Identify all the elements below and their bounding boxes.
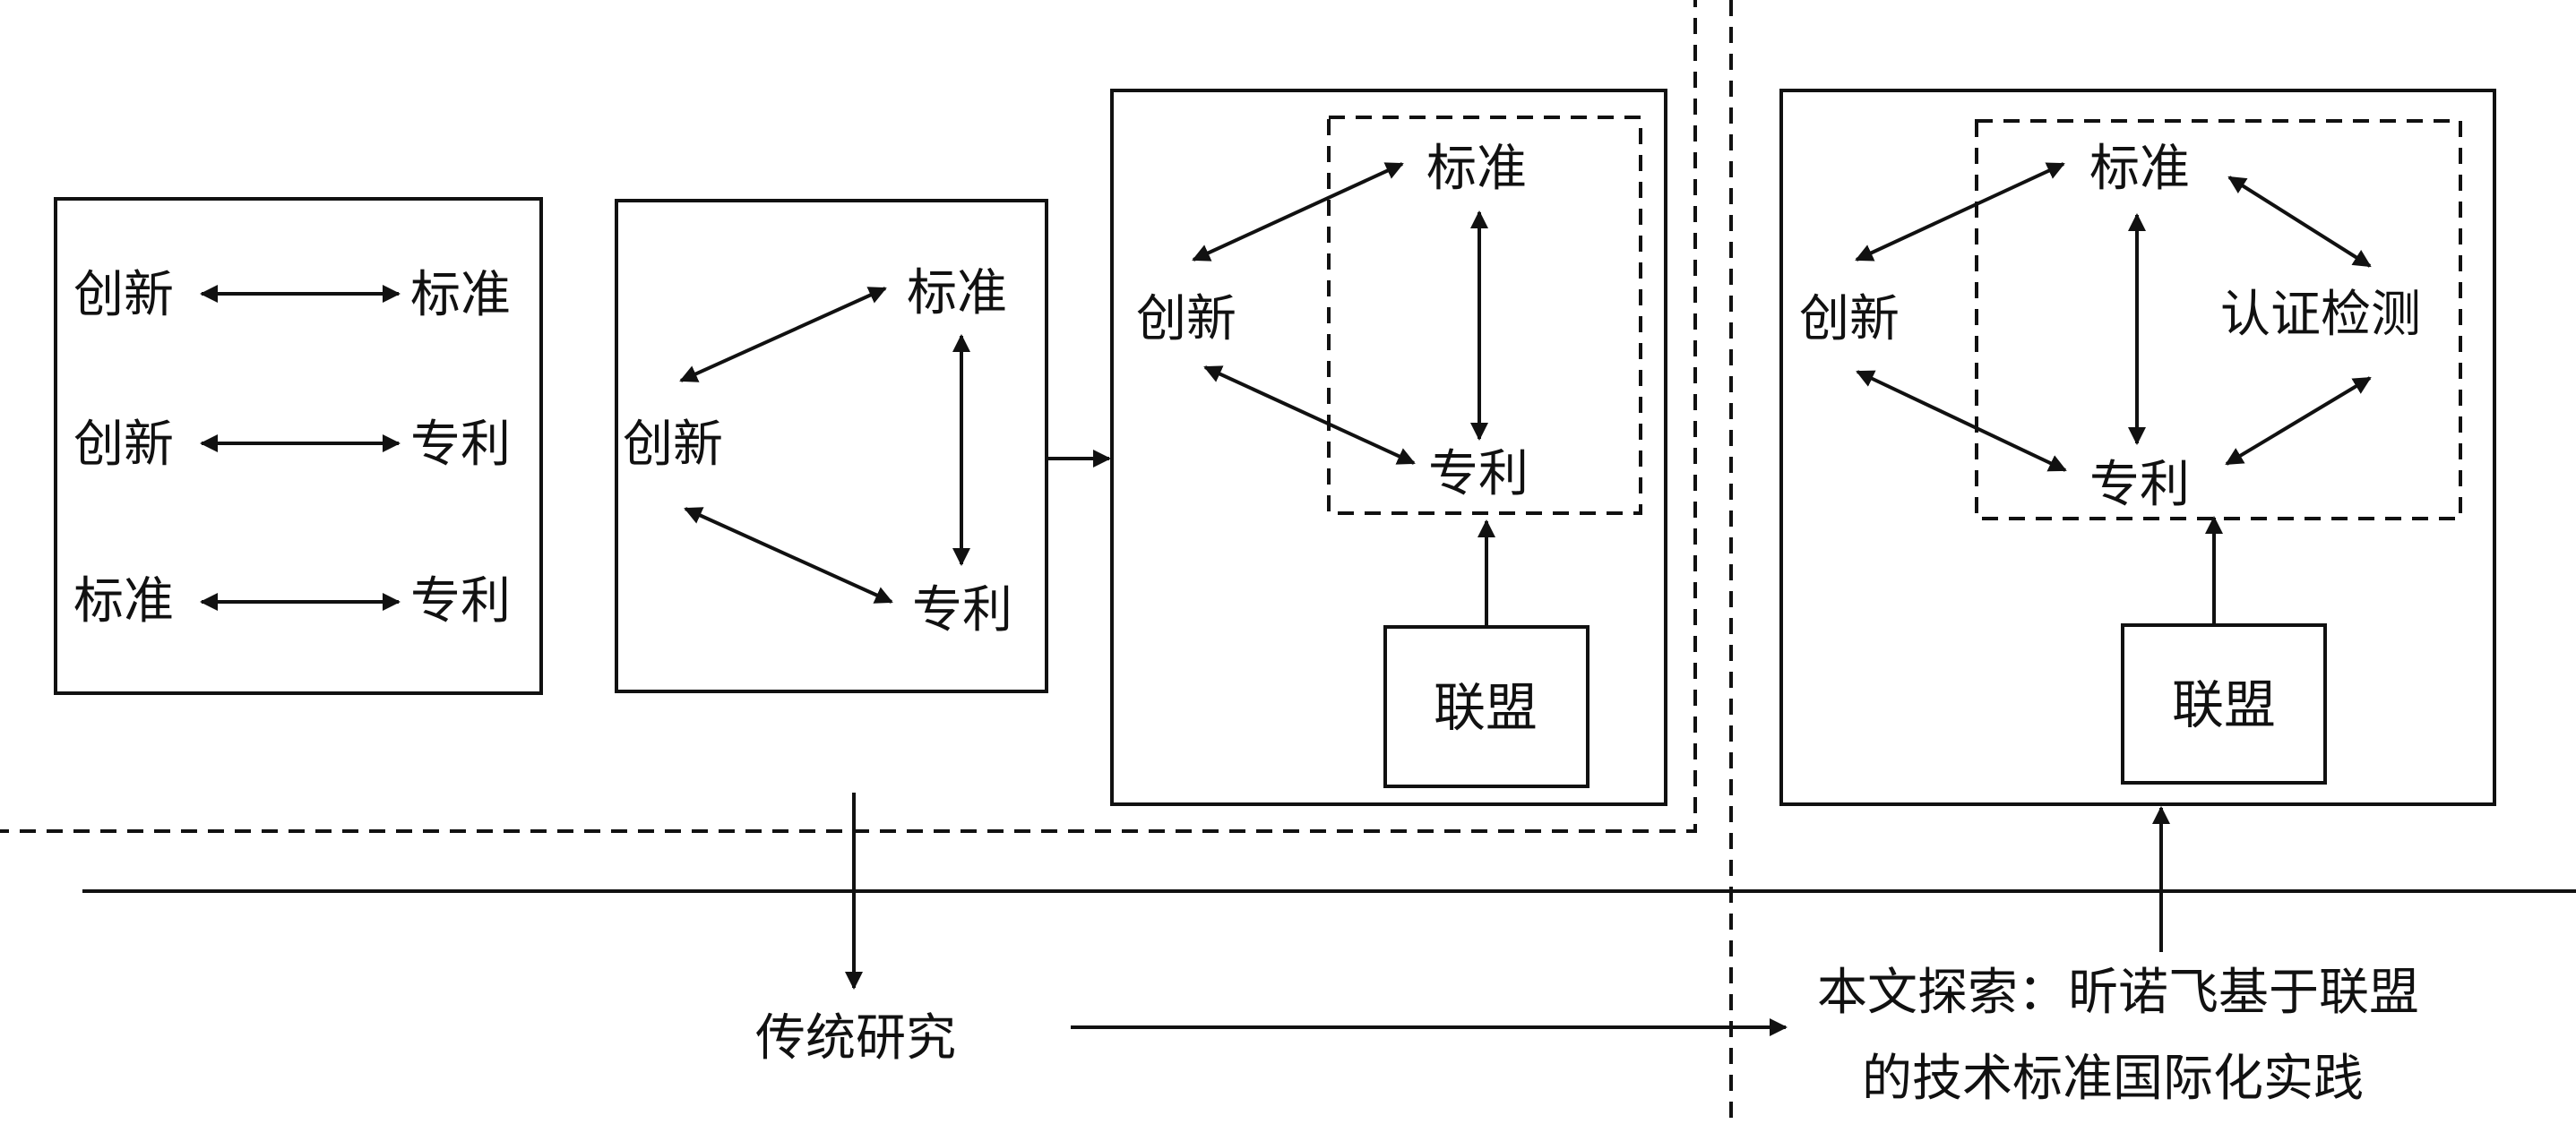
panel4-standard: 标准 xyxy=(2089,140,2190,198)
panel4-certification: 认证检测 xyxy=(2220,286,2421,344)
panel-alliance xyxy=(1110,89,1667,806)
panel4-patent: 专利 xyxy=(2089,456,2190,514)
panel-triangle xyxy=(615,199,1048,693)
panel-pairwise xyxy=(54,197,543,695)
panel4-arrow-innovation-patent xyxy=(1856,370,2067,472)
traditional-research-label: 传统研究 xyxy=(755,1009,956,1068)
panel4-arrow-innovation-standard xyxy=(1855,162,2065,262)
panel3-alliance-label: 联盟 xyxy=(1434,677,1538,738)
panel3-arrow-innovation-patent xyxy=(1203,365,1416,465)
panel1-row1-right: 标准 xyxy=(410,266,511,324)
panel3-core-group xyxy=(1327,116,1642,515)
panel4-arrow-patent-certification xyxy=(2225,376,2372,466)
panel4-arrow-standard-certification xyxy=(2227,176,2372,268)
panel3-patent: 专利 xyxy=(1428,445,1529,503)
panel2-innovation: 创新 xyxy=(623,416,723,474)
panel3-standard: 标准 xyxy=(1426,140,1527,198)
panel4-innovation: 创新 xyxy=(1799,290,1900,348)
panel1-row2-right: 专利 xyxy=(410,416,511,474)
panel4-alliance-box xyxy=(2121,623,2327,785)
panel4-core-group xyxy=(1975,119,2462,520)
panel1-row2-left: 创新 xyxy=(73,416,174,474)
panel1-row3-right: 专利 xyxy=(410,572,511,631)
panel3-arrow-innovation-standard xyxy=(1192,162,1404,262)
panel2-standard: 标准 xyxy=(907,264,1007,322)
panel1-row3-left: 标准 xyxy=(73,572,174,631)
panel2-patent: 专利 xyxy=(912,581,1012,639)
panel2-arrow-innovation-standard xyxy=(679,287,887,382)
panel-this-paper xyxy=(1779,89,2496,806)
panel3-innovation: 创新 xyxy=(1136,290,1236,348)
panel4-alliance-label: 联盟 xyxy=(2172,674,2276,735)
explore-label-line1: 本文探索：昕诺飞基于联盟 xyxy=(1817,964,2419,1022)
panel2-arrow-innovation-patent xyxy=(684,507,893,604)
panel1-row1-left: 创新 xyxy=(73,266,174,324)
explore-label-line2: 的技术标准国际化实践 xyxy=(1862,1050,2364,1108)
